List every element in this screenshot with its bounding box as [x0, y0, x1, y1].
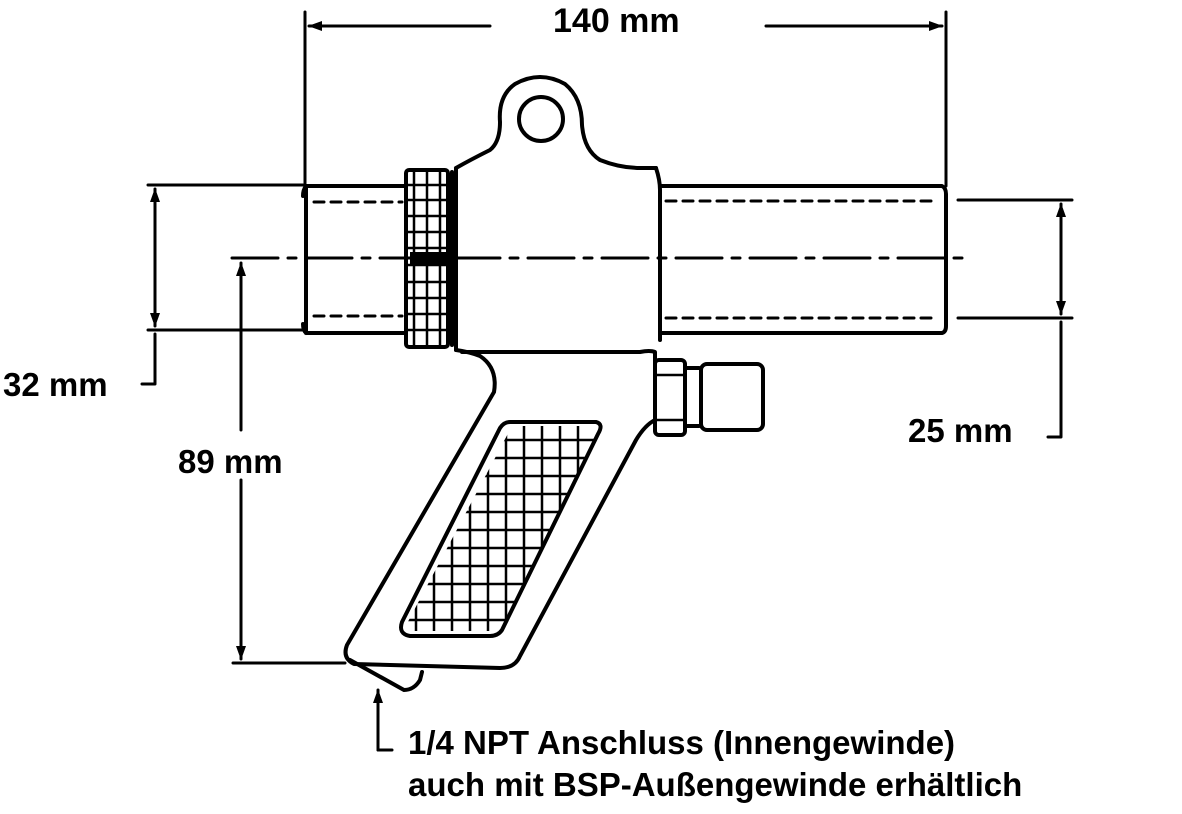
dimension-25mm	[956, 198, 1074, 439]
inlet-tube	[301, 184, 408, 335]
dimension-32mm	[140, 183, 305, 386]
gun-body	[343, 75, 662, 692]
connection-note-line1: 1/4 NPT Anschluss (Innengewinde)	[408, 724, 956, 761]
nozzle-diameter-label: 25 mm	[908, 412, 1013, 449]
connection-note-line2: auch mit BSP-Außengewinde erhältlich	[408, 766, 1023, 803]
air-inlet-fitting	[653, 358, 765, 437]
dimension-89mm	[231, 261, 347, 665]
barrel-diameter-label: 32 mm	[3, 366, 108, 403]
height-label: 89 mm	[178, 443, 283, 480]
knurled-nut	[404, 168, 454, 349]
dimension-140mm	[303, 10, 948, 188]
outlet-nozzle	[658, 184, 948, 335]
overall-length-label: 140 mm	[553, 2, 680, 40]
